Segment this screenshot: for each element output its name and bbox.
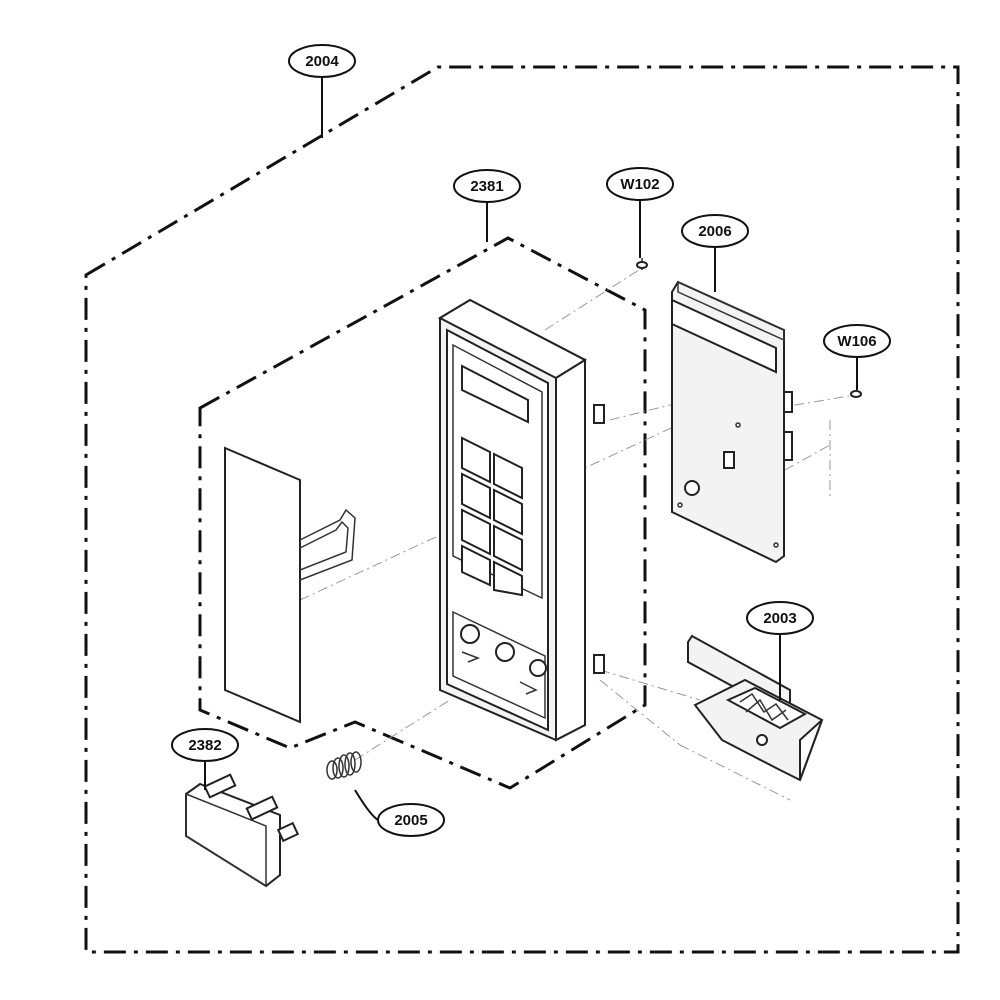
screw-w102 [636, 258, 648, 270]
callout-2003: 2003 [746, 601, 814, 635]
callout-2006: 2006 [681, 214, 749, 248]
svg-text:2003: 2003 [763, 610, 796, 627]
svg-text:2006: 2006 [698, 223, 731, 240]
door-lever [687, 634, 824, 782]
subassembly-boundary-2381 [198, 236, 647, 790]
callout-2382: 2382 [171, 728, 239, 762]
callout-w102: W102 [606, 167, 674, 201]
screw-w106 [850, 390, 862, 398]
svg-text:W106: W106 [837, 333, 876, 350]
control-panel-frame [437, 298, 605, 742]
leader-lines [204, 78, 858, 821]
callout-2005: 2005 [377, 803, 445, 837]
svg-text:W102: W102 [620, 176, 659, 193]
callout-2381: 2381 [453, 169, 521, 203]
spring [326, 751, 362, 780]
push-button-knob [185, 773, 300, 888]
membrane-keypad-sheet [224, 446, 356, 724]
display-window [461, 364, 529, 424]
svg-text:2005: 2005 [394, 812, 427, 829]
callout-2004: 2004 [288, 44, 356, 78]
assembly-boundary-2004 [84, 65, 960, 954]
svg-text:2381: 2381 [470, 178, 503, 195]
callout-w106: W106 [823, 324, 891, 358]
pcb-board [671, 280, 793, 564]
svg-text:2382: 2382 [188, 737, 221, 754]
svg-text:2004: 2004 [305, 53, 339, 70]
keypad-buttons [461, 436, 523, 597]
